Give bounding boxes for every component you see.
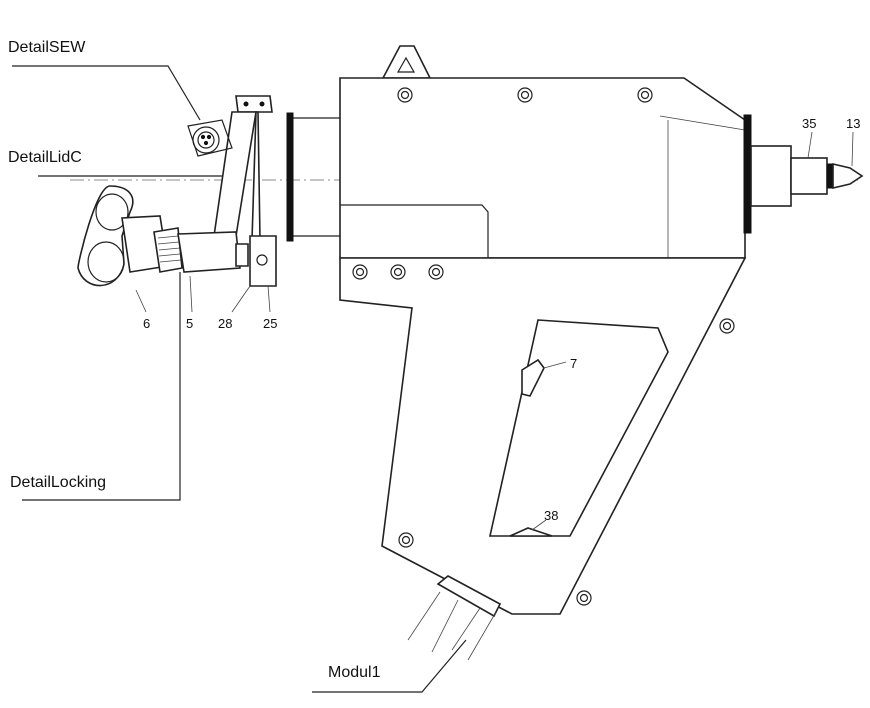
leader-detail-locking	[22, 272, 181, 501]
part-38	[509, 527, 553, 537]
part-number-25: 25	[263, 316, 277, 331]
screw-28	[256, 254, 268, 266]
leader-module	[312, 639, 467, 693]
grip-bolt-1	[352, 264, 368, 280]
label-detail-locking: DetailLocking	[10, 474, 106, 491]
trigger	[521, 358, 545, 397]
label-detail-sew: DetailSEW	[8, 39, 86, 56]
cable-connector	[436, 575, 502, 618]
leader-5	[189, 275, 193, 313]
main-housing	[339, 77, 746, 259]
housing-step	[340, 204, 489, 258]
top-bolt-2	[517, 87, 533, 103]
leader-25	[267, 285, 271, 313]
sew-detail	[187, 119, 233, 157]
top-bolt-3	[637, 87, 653, 103]
lock-plate	[249, 235, 277, 287]
part-number-7: 7	[570, 356, 577, 371]
part-number-13: 13	[846, 116, 860, 131]
nozzle-band	[826, 163, 834, 189]
cable-lines	[407, 591, 497, 661]
nozzle-tip	[832, 162, 864, 190]
carry-handle	[381, 45, 432, 79]
carry-handle-hole	[396, 56, 416, 73]
grip-bolt-5	[398, 532, 414, 548]
grip-bolt-6	[576, 590, 592, 606]
grip-bolt-3	[428, 264, 444, 280]
nozzle-body	[750, 145, 792, 207]
leader-38	[531, 519, 547, 531]
grip-bolt-4	[719, 318, 735, 334]
lock-bolt-tip	[235, 243, 249, 267]
cylinder-tube	[290, 117, 340, 237]
leader-6	[135, 289, 147, 313]
grip-bolt-2	[390, 264, 406, 280]
lid-hinge	[235, 95, 273, 113]
leader-7	[543, 361, 567, 369]
leader-28	[231, 285, 251, 313]
part-number-38: 38	[544, 508, 558, 523]
nozzle-sleeve	[790, 157, 828, 195]
part-number-6: 6	[143, 316, 150, 331]
lid-plate	[213, 111, 257, 237]
cylinder-ring	[286, 112, 294, 242]
part-number-5: 5	[186, 316, 193, 331]
label-detail-lid: DetailLidC	[8, 149, 82, 166]
leader-detail-sew	[12, 65, 201, 121]
leader-35	[807, 131, 813, 159]
knob	[77, 185, 134, 287]
label-module: Modul1	[328, 664, 381, 681]
leader-13	[851, 131, 854, 167]
part-number-35: 35	[802, 116, 816, 131]
lock-bolt	[177, 231, 241, 273]
top-bolt-1	[397, 87, 413, 103]
knurled-ring	[153, 227, 183, 273]
front-flange	[743, 114, 752, 234]
housing-edge	[659, 115, 746, 131]
part-number-28: 28	[218, 316, 232, 331]
